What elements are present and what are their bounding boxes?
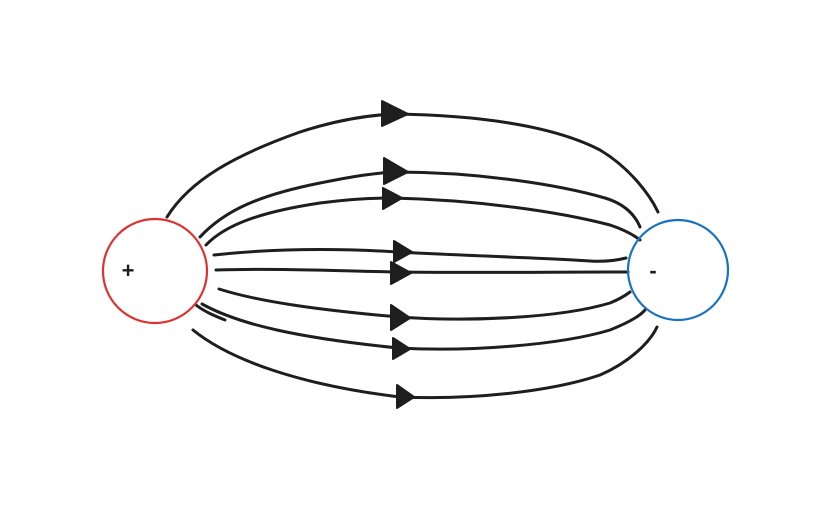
arrowhead-7 (392, 337, 411, 360)
field-line-3 (204, 196, 642, 247)
negative-charge-label: - (649, 258, 656, 283)
field-line-2 (198, 170, 642, 239)
field-line-5 (214, 267, 630, 274)
arrowhead-6 (390, 304, 411, 331)
field-lines (165, 112, 660, 400)
field-line-8 (191, 325, 659, 400)
arrowhead-3 (382, 187, 403, 210)
arrowhead-4 (393, 240, 413, 263)
arrowheads (381, 100, 415, 409)
field-line-4 (212, 247, 628, 263)
negative-charge: - (626, 218, 730, 322)
negative-charge-circle (626, 218, 730, 322)
positive-charge-label: + (122, 258, 135, 283)
field-line-1 (165, 112, 660, 219)
arrowhead-2 (383, 157, 409, 185)
arrowhead-5 (390, 261, 412, 285)
positive-charge-circle (101, 217, 209, 325)
field-line-7 (200, 302, 647, 351)
field-line-9 (194, 303, 227, 322)
arrowhead-8 (396, 384, 415, 409)
arrowhead-1 (381, 100, 409, 127)
field-line-6 (217, 287, 632, 321)
positive-charge: + (101, 217, 209, 325)
